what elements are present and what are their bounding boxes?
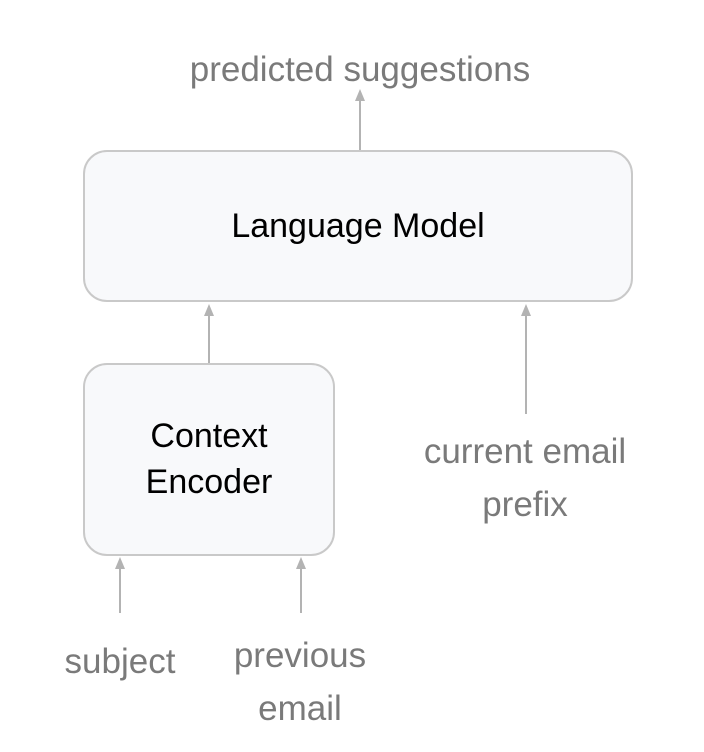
subject-label: subject <box>64 642 176 681</box>
current-email-prefix-label: current email prefix <box>395 426 655 531</box>
language-model-label: Language Model <box>231 206 485 245</box>
language-model-box: Language Model <box>83 150 633 302</box>
arrowhead-prev-ce <box>296 557 306 569</box>
arrowhead-subject-ce <box>115 557 125 569</box>
context-encoder-box: Context Encoder <box>83 363 335 556</box>
arrowhead-prefix-lm <box>521 304 531 316</box>
arrowhead-output <box>355 89 365 101</box>
current-email-prefix-line1: current email <box>423 432 627 471</box>
context-encoder-label-line1: Context <box>150 416 268 455</box>
current-email-prefix-line2: prefix <box>482 484 568 524</box>
output-label: predicted suggestions <box>189 50 531 89</box>
arrowhead-ce-lm <box>204 304 214 316</box>
previous-email-line2: email <box>258 688 342 728</box>
previous-email-label: previous email <box>200 630 400 735</box>
previous-email-line1: previous <box>233 636 367 675</box>
context-encoder-label-line2: Encoder <box>145 462 273 501</box>
